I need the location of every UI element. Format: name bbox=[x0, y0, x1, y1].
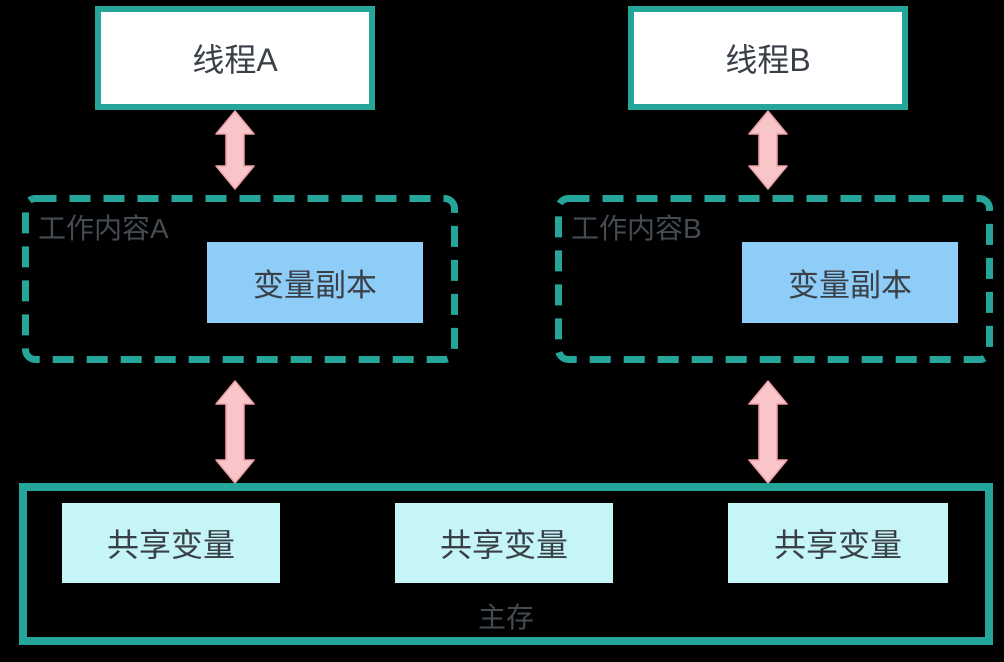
workspace-b-label: 工作内容B bbox=[571, 213, 702, 244]
workspace-b-dashed-frame bbox=[555, 195, 993, 363]
shared-variable-box-1: 共享变量 bbox=[62, 503, 280, 583]
shared-variable-box-2: 共享变量 bbox=[395, 503, 613, 583]
variable-copy-b-label: 变量副本 bbox=[788, 268, 912, 303]
thread-a-workspace-double-arrow-icon bbox=[215, 110, 255, 190]
thread-a-label: 线程A bbox=[192, 42, 278, 78]
workspace-b-memory-double-arrow-icon bbox=[748, 380, 788, 484]
workspace-a-dashed-frame bbox=[22, 195, 458, 363]
thread-b-label: 线程B bbox=[725, 42, 811, 78]
thread-a-box: 线程A bbox=[95, 6, 375, 110]
thread-b-box: 线程B bbox=[628, 6, 908, 110]
shared-variable-1-label: 共享变量 bbox=[106, 527, 235, 563]
main-memory-label: 主存 bbox=[477, 602, 534, 633]
variable-copy-a-label: 变量副本 bbox=[253, 268, 377, 303]
workspace-a-label: 工作内容A bbox=[38, 213, 169, 244]
thread-b-workspace-double-arrow-icon bbox=[748, 110, 788, 190]
shared-variable-2-label: 共享变量 bbox=[439, 527, 568, 563]
shared-variable-box-3: 共享变量 bbox=[728, 503, 948, 583]
variable-copy-a-box: 变量副本 bbox=[207, 242, 423, 323]
shared-variable-3-label: 共享变量 bbox=[773, 527, 902, 563]
variable-copy-b-box: 变量副本 bbox=[742, 242, 958, 323]
main-memory-box bbox=[19, 483, 993, 645]
workspace-a-memory-double-arrow-icon bbox=[215, 380, 255, 484]
